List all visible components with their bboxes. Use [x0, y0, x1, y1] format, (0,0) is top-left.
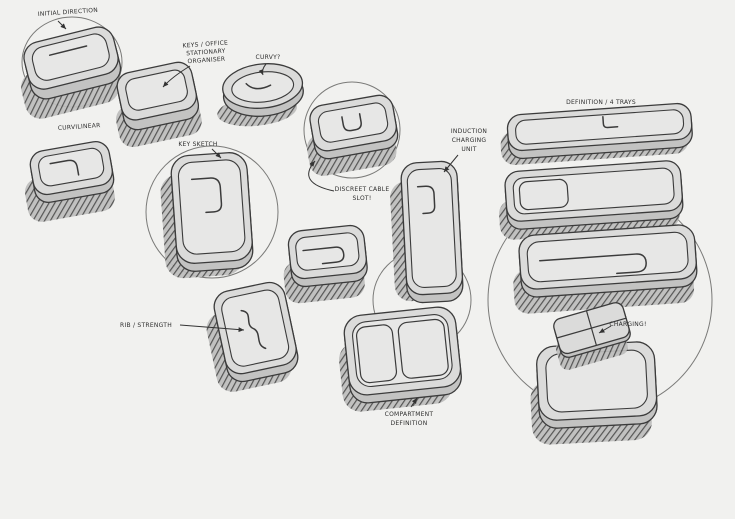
label-keys-organiser: KEYS / OFFICE STATIONARY ORGANISER: [182, 39, 228, 66]
compartment-outline-left: [355, 324, 398, 384]
sketch-curvy-bowl: [217, 63, 304, 127]
sketch-tray-slim: [500, 102, 693, 165]
label-key-sketch: KEY SKETCH: [178, 141, 217, 148]
sketch-tray-g: [283, 224, 368, 304]
label-cable-line1: DISCREET CABLE: [335, 186, 390, 193]
compartment-line: [48, 45, 88, 56]
tray-rim: [352, 314, 453, 388]
label-keys-line2: STATIONARY: [186, 48, 226, 58]
highlight-circle-cable-slot: [303, 81, 401, 179]
label-compartment-line2: DEFINITION: [390, 420, 427, 427]
arrow-initial-direction: [57, 20, 67, 30]
sketch-initial-direction: [21, 26, 122, 119]
tray-rim: [515, 109, 685, 145]
sketch-curvilinear: [24, 141, 115, 222]
arrow-key-sketch: [211, 148, 222, 159]
tray-rim: [526, 231, 689, 283]
tray-rim: [31, 33, 110, 81]
compartment-line: [302, 246, 345, 265]
compartment-line: [538, 253, 647, 275]
sketch-compartment-tray: [339, 306, 462, 412]
label-cable-slot: DISCREET CABLE SLOT!: [335, 186, 390, 202]
label-induction-line3: UNIT: [461, 146, 476, 153]
sketch-keys-organiser: [116, 61, 202, 147]
label-keys-line1: KEYS / OFFICE: [182, 39, 228, 49]
phone-center-lines: [556, 310, 627, 346]
sketch-tray-hooked: [513, 224, 698, 314]
compartment-line: [416, 185, 436, 215]
sketch-tray-divided: [499, 160, 684, 240]
label-compartment: COMPARTMENT DEFINITION: [385, 411, 434, 427]
label-cable-line2: SLOT!: [353, 195, 372, 202]
arrow-rib-strength: [179, 324, 245, 333]
cable-slot-line: [341, 113, 362, 132]
tray-rim: [221, 289, 290, 367]
label-keys-line3: ORGANISER: [187, 56, 225, 66]
highlight-circle-key-sketch: [145, 145, 279, 279]
compartment-outline-right: [397, 318, 449, 379]
compartment-line: [245, 82, 272, 90]
label-definition-trays: DEFINITION / 4 TRAYS: [566, 99, 636, 106]
label-compartment-line1: COMPARTMENT: [385, 411, 434, 418]
label-initial-direction: INITIAL DIRECTION: [38, 7, 99, 18]
tray-rim: [177, 159, 246, 255]
arrow-compartment: [410, 397, 418, 408]
sketch-induction-unit: [390, 160, 464, 304]
label-curvy: CURVY?: [256, 54, 281, 61]
tray-rim: [406, 167, 457, 289]
sketch-rib-tray: [206, 281, 299, 392]
rib-line: [240, 309, 267, 350]
label-charging: CHARGING!: [609, 321, 646, 328]
arrow-curvy: [258, 63, 267, 76]
label-induction: INDUCTION CHARGING UNIT: [451, 128, 487, 153]
arrow-keys-organiser: [162, 65, 191, 88]
tray-rim: [38, 147, 105, 187]
label-rib-strength: RIB / STRENGTH: [120, 322, 172, 329]
label-induction-line2: CHARGING: [452, 137, 487, 144]
arrow-cable-slot: [308, 160, 335, 192]
compartment-outline: [518, 178, 569, 211]
label-curvilinear: CURVILINEAR: [58, 122, 101, 132]
tray-rim: [317, 102, 389, 143]
sketch-cable-slot: [306, 94, 399, 176]
tray-rim: [125, 69, 188, 111]
compartment-line: [190, 177, 223, 214]
arrow-charging: [598, 325, 612, 334]
sketch-phone: [553, 302, 631, 370]
compartment-line: [49, 159, 80, 176]
sketch-key-sketch: [160, 152, 254, 279]
label-induction-line1: INDUCTION: [451, 128, 487, 135]
arrow-induction: [443, 154, 459, 173]
tray-rim: [295, 232, 360, 271]
divider-line: [602, 116, 619, 129]
